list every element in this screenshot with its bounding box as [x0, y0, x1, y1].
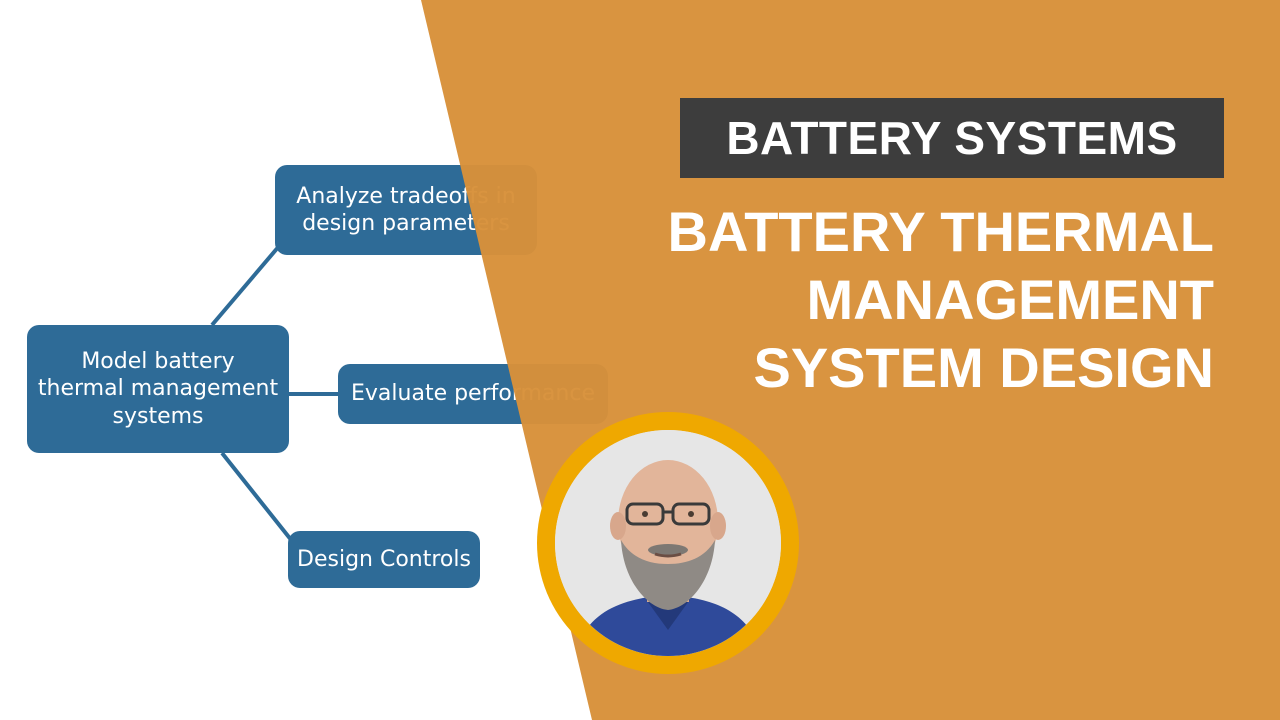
node-center-line-1: Model battery — [81, 348, 235, 374]
node-model-battery-systems: Model battery thermal management systems — [27, 325, 289, 453]
title-line-3: SYSTEM DESIGN — [753, 336, 1214, 399]
title-line-2: MANAGEMENT — [806, 268, 1214, 331]
presenter-photo-icon — [555, 430, 781, 656]
node-center-line-3: systems — [112, 403, 204, 429]
title-line-1: BATTERY THERMAL — [667, 200, 1215, 263]
category-banner: BATTERY SYSTEMS — [680, 98, 1224, 178]
presenter-illustration — [555, 430, 781, 656]
connector-top — [210, 243, 282, 327]
category-label: BATTERY SYSTEMS — [726, 112, 1178, 164]
node-bot-line-1: Design Controls — [297, 546, 471, 572]
node-center-line-2: thermal management — [37, 376, 279, 402]
connector-bottom — [220, 451, 294, 543]
node-design-controls: Design Controls — [288, 531, 480, 588]
video-title: BATTERY THERMAL MANAGEMENT SYSTEM DESIGN — [514, 198, 1215, 402]
